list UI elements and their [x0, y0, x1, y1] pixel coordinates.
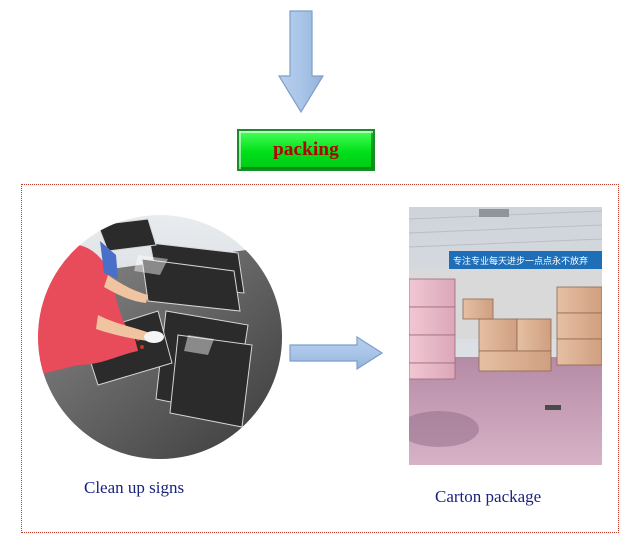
down-arrow-icon	[278, 10, 324, 114]
right-arrow-icon	[289, 336, 383, 370]
process-frame	[21, 184, 619, 533]
caption-clean-up-signs: Clean up signs	[84, 478, 185, 497]
stage-box-packing: packing	[237, 129, 375, 171]
photo-clean-up-signs	[38, 215, 282, 459]
caption-carton-package: Carton package	[435, 487, 542, 506]
warehouse-banner-text: 专注专业每天进步一点点永不放弃	[453, 255, 588, 267]
stage-label: packing	[273, 139, 339, 160]
photo-carton-package: 专注专业每天进步一点点永不放弃	[409, 207, 602, 465]
